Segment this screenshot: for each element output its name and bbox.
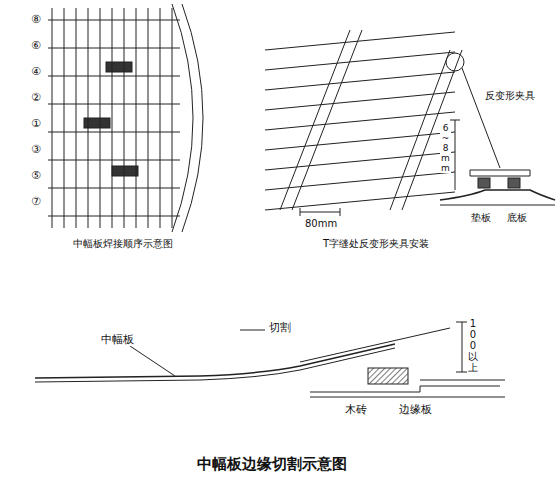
wood-brick bbox=[368, 368, 408, 384]
plate-line bbox=[265, 132, 455, 150]
plate-line bbox=[100, 8, 101, 228]
clamp-block bbox=[508, 178, 520, 188]
callout-number: ① bbox=[30, 118, 42, 130]
plate-line bbox=[48, 132, 180, 133]
plate-line bbox=[148, 8, 149, 228]
plate-line bbox=[265, 112, 455, 130]
cut-line bbox=[300, 328, 450, 362]
plate-line bbox=[265, 172, 455, 190]
callout-number: ⑤ bbox=[30, 170, 42, 182]
plate-layout bbox=[48, 4, 203, 232]
tank-edge-arc bbox=[182, 4, 203, 232]
plate-line bbox=[48, 188, 180, 189]
plate-line bbox=[48, 48, 180, 49]
plate-line bbox=[265, 152, 455, 170]
figure-caption: 中幅板边缘切割示意图 bbox=[196, 456, 348, 473]
part-label: 反变形夹具 bbox=[484, 90, 536, 101]
edge-cut-detail bbox=[35, 322, 505, 397]
part-label: 80mm bbox=[304, 218, 338, 229]
plate-line bbox=[48, 216, 180, 217]
dimension-line bbox=[450, 120, 460, 190]
callout-number: ⑥ bbox=[30, 40, 42, 52]
part-label: 100以上 bbox=[467, 318, 479, 373]
part-label: 6~8mm bbox=[440, 124, 451, 173]
clamp-layout bbox=[265, 30, 555, 216]
plate-strip bbox=[280, 30, 362, 210]
plate-line bbox=[52, 8, 53, 228]
leader-line bbox=[130, 346, 175, 376]
callout-number: ③ bbox=[30, 144, 42, 156]
plate-line bbox=[136, 8, 137, 228]
dimension-line bbox=[300, 208, 340, 216]
plate-section bbox=[440, 190, 555, 200]
leader-line bbox=[240, 330, 265, 331]
plate-line bbox=[172, 8, 173, 228]
plate-line bbox=[48, 76, 180, 77]
plate-strip bbox=[390, 50, 462, 210]
plate-line bbox=[112, 8, 113, 228]
detail-circle bbox=[446, 53, 464, 71]
figure-caption: T字缝处反变形夹具安装 bbox=[322, 238, 430, 249]
plate-line bbox=[124, 8, 125, 228]
plate-line bbox=[265, 32, 455, 50]
part-label: 底板 bbox=[506, 212, 528, 223]
plate-line bbox=[64, 8, 65, 228]
clamp-bar bbox=[470, 170, 530, 176]
plate-line bbox=[48, 104, 180, 105]
plate-line bbox=[76, 8, 77, 228]
base-plate bbox=[440, 205, 555, 206]
tank-edge-arc bbox=[172, 4, 193, 232]
plate-line bbox=[48, 20, 180, 21]
figure-caption: 中幅板焊接顺序示意图 bbox=[72, 238, 174, 249]
clamp-block bbox=[478, 178, 490, 188]
weld-seam bbox=[112, 166, 138, 176]
plate-line bbox=[265, 92, 455, 110]
plate-line bbox=[265, 52, 455, 70]
plate-line bbox=[160, 8, 161, 228]
callout-number: ④ bbox=[30, 66, 42, 78]
callout-number: ⑧ bbox=[30, 14, 42, 26]
callout-number: ⑦ bbox=[30, 196, 42, 208]
plate-line bbox=[265, 72, 455, 90]
part-label: 中幅板 bbox=[100, 334, 135, 346]
part-label: 边缘板 bbox=[398, 404, 433, 416]
part-label: 切割 bbox=[268, 322, 292, 334]
part-label: 木砖 bbox=[344, 404, 368, 416]
weld-seam bbox=[106, 62, 132, 72]
leader-line bbox=[462, 68, 500, 168]
plate-line bbox=[265, 192, 455, 210]
callout-number: ② bbox=[30, 92, 42, 104]
plate-line bbox=[48, 160, 180, 161]
part-label: 垫板 bbox=[470, 212, 492, 223]
plate-line bbox=[88, 8, 89, 228]
